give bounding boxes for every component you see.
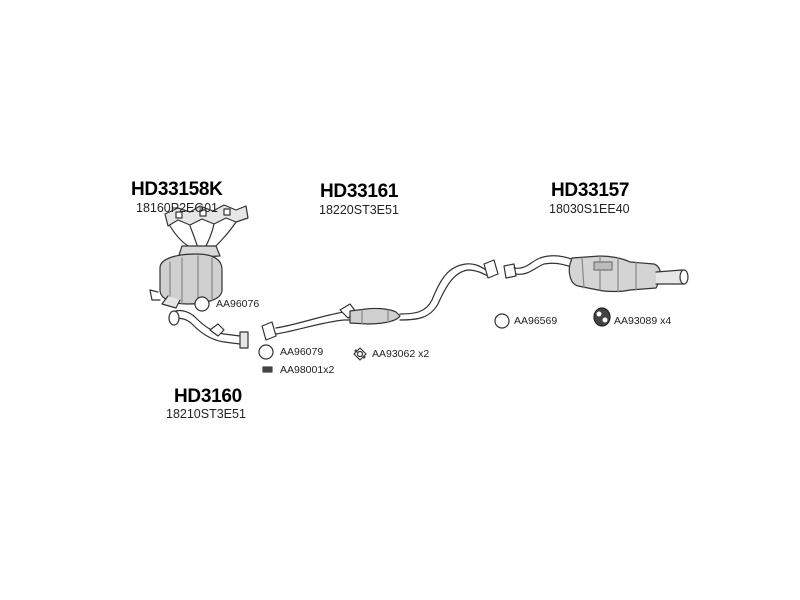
oem-number-rear-silencer: 18030S1EE40	[549, 202, 630, 216]
accessory-label: AA93089 x4	[614, 315, 672, 327]
accessory-label: AA98001x2	[280, 364, 335, 376]
part-code-front-pipe: HD3160	[174, 386, 242, 407]
ring-gasket-icon	[258, 344, 274, 360]
oem-number-front-pipe: 18210ST3E51	[166, 407, 246, 421]
accessory-label: AA96079	[280, 346, 324, 358]
accessory-label: AA93062 x2	[372, 348, 430, 360]
accessory-label: AA96076	[216, 298, 260, 310]
rear-silencer-part[interactable]	[503, 255, 689, 293]
part-code-manifold: HD33158K	[131, 179, 223, 200]
rubber-hanger-icon	[593, 307, 611, 327]
front-pipe-part[interactable]	[168, 309, 249, 349]
bolt-icon	[262, 366, 273, 373]
part-code-rear-silencer: HD33157	[551, 180, 630, 201]
manifold-catalyst-part[interactable]	[149, 204, 249, 309]
oem-number-manifold: 18160P2EG01	[136, 201, 219, 215]
part-code-intermediate-pipe: HD33161	[320, 181, 399, 202]
accessory-label: AA96569	[514, 315, 558, 327]
ring-gasket-icon	[194, 296, 210, 312]
oem-number-intermediate-pipe: 18220ST3E51	[319, 203, 399, 217]
ring-gasket-icon	[494, 313, 510, 329]
intermediate-pipe-part[interactable]	[261, 259, 499, 341]
